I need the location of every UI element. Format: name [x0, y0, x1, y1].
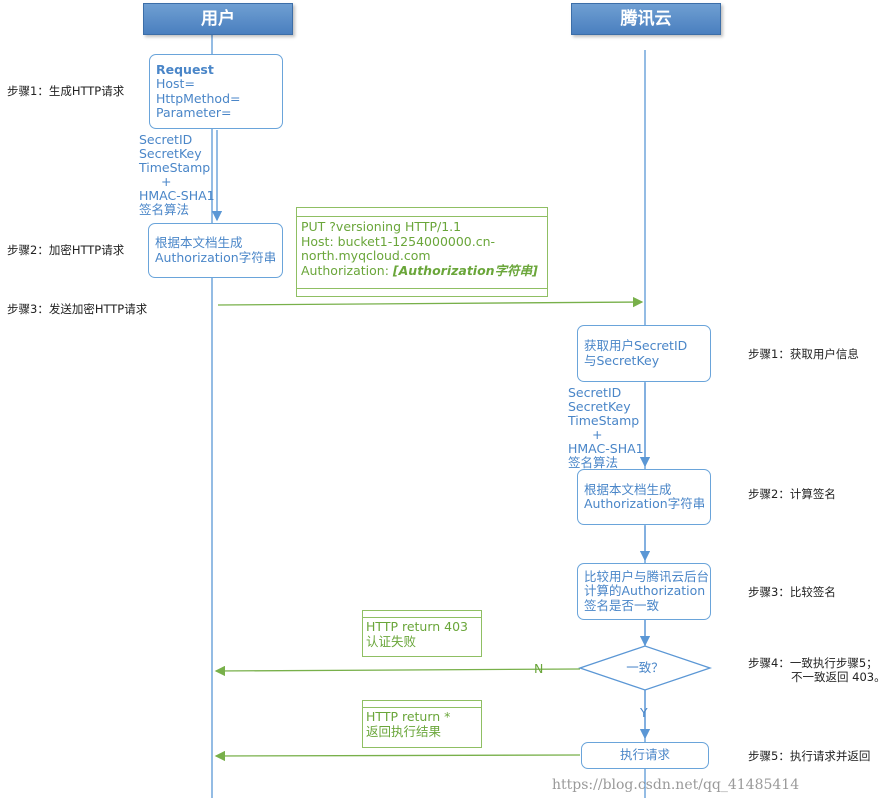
success-line2: 返回执行结果 [366, 723, 442, 739]
user-generate-line2: Authorization字符串 [155, 249, 277, 265]
execute-request-box: 执行请求 [581, 742, 709, 769]
user-step-2: 步骤2：加密HTTP请求 [7, 243, 125, 257]
request-host: Host= [156, 76, 195, 91]
request-box: Request Host= HttpMethod= Parameter= [149, 54, 283, 129]
cloud-step-2: 步骤2：计算签名 [748, 487, 836, 501]
request-method: HttpMethod= [156, 90, 241, 106]
cloud-generate-line2: Authorization字符串 [584, 496, 706, 511]
user-inputs: SecretID SecretKey TimeStamp + HMAC-SHA1… [139, 133, 229, 217]
compare-line1: 比较用户与腾讯云后台 [584, 568, 710, 584]
user-input-secretid: SecretID [139, 132, 193, 147]
user-header: 用户 [143, 3, 293, 35]
decision-diamond [577, 645, 713, 691]
user-input-plus: + [161, 174, 172, 189]
fail-response-box: HTTP return 403 认证失败 [362, 610, 482, 657]
compare-line3: 签名是否一致 [584, 597, 660, 613]
user-input-timestamp: TimeStamp [139, 160, 211, 175]
success-return-arrow [214, 750, 581, 762]
execute-label: 执行请求 [619, 747, 670, 763]
cloud-step-1: 步骤1：获取用户信息 [748, 347, 859, 361]
cloud-inputs: SecretID SecretKey TimeStamp + HMAC-SHA1… [568, 386, 658, 470]
cloud-input-secretkey: SecretKey [568, 399, 631, 414]
decision-label: 一致？ [626, 660, 664, 675]
cloud-generate-box: 根据本文档生成 Authorization字符串 [577, 469, 711, 525]
success-line1: HTTP return * [366, 709, 451, 724]
http-auth-value: [Authorization字符串] [392, 262, 538, 278]
http-request-line3: north.myqcloud.com [301, 248, 431, 263]
fail-line2: 认证失败 [366, 633, 417, 649]
cloud-generate-line1: 根据本文档生成 [584, 481, 672, 497]
yes-label: Y [640, 705, 648, 720]
http-request-box: PUT ?versioning HTTP/1.1 Host: bucket1-1… [296, 207, 548, 297]
http-auth-label: Authorization: [301, 262, 393, 278]
user-generate-line1: 根据本文档生成 [155, 235, 243, 250]
cloud-step-5: 步骤5：执行请求并返回 [748, 749, 871, 763]
user-input-algorithm: 签名算法 [139, 202, 190, 217]
compare-signature-box: 比较用户与腾讯云后台 计算的Authorization 签名是否一致 [577, 563, 711, 620]
cloud-input-hmac: HMAC-SHA1 [568, 441, 644, 456]
request-title: Request [156, 61, 214, 77]
cloud-input-secretid: SecretID [568, 385, 622, 400]
cloud-step-3: 步骤3：比较签名 [748, 585, 836, 599]
http-request-line1: PUT ?versioning HTTP/1.1 [301, 219, 462, 234]
cloud-get-credentials-box: 获取用户SecretID 与SecretKey [577, 325, 711, 382]
user-generate-box: 根据本文档生成 Authorization字符串 [148, 223, 283, 278]
fail-line1: HTTP return 403 [366, 619, 469, 634]
cloud-input-timestamp: TimeStamp [568, 413, 640, 428]
success-response-box: HTTP return * 返回执行结果 [362, 700, 482, 748]
no-label: N [534, 661, 544, 676]
user-step-3: 步骤3：发送加密HTTP请求 [7, 302, 148, 316]
user-step-1: 步骤1：生成HTTP请求 [7, 84, 125, 98]
cloud-get-line2: 与SecretKey [584, 352, 660, 368]
cloud-get-line1: 获取用户SecretID [584, 338, 688, 353]
cloud-step-4-line1: 步骤4：一致执行步骤5； [748, 656, 878, 670]
fail-return-arrow [214, 665, 581, 677]
watermark: https://blog.csdn.net/qq_41485414 [552, 777, 800, 793]
cloud-input-plus: + [592, 427, 603, 442]
http-request-line2: Host: bucket1-1254000000.cn- [301, 233, 496, 249]
request-parameter: Parameter= [156, 105, 232, 120]
user-input-secretkey: SecretKey [139, 146, 202, 161]
cloud-header: 腾讯云 [571, 3, 721, 35]
send-request-arrow [217, 296, 644, 308]
user-input-hmac: HMAC-SHA1 [139, 188, 215, 203]
cloud-step-4-line2: 不一致返回 403。 [791, 670, 886, 684]
compare-line2: 计算的Authorization [584, 583, 706, 599]
cloud-input-algorithm: 签名算法 [568, 455, 619, 470]
